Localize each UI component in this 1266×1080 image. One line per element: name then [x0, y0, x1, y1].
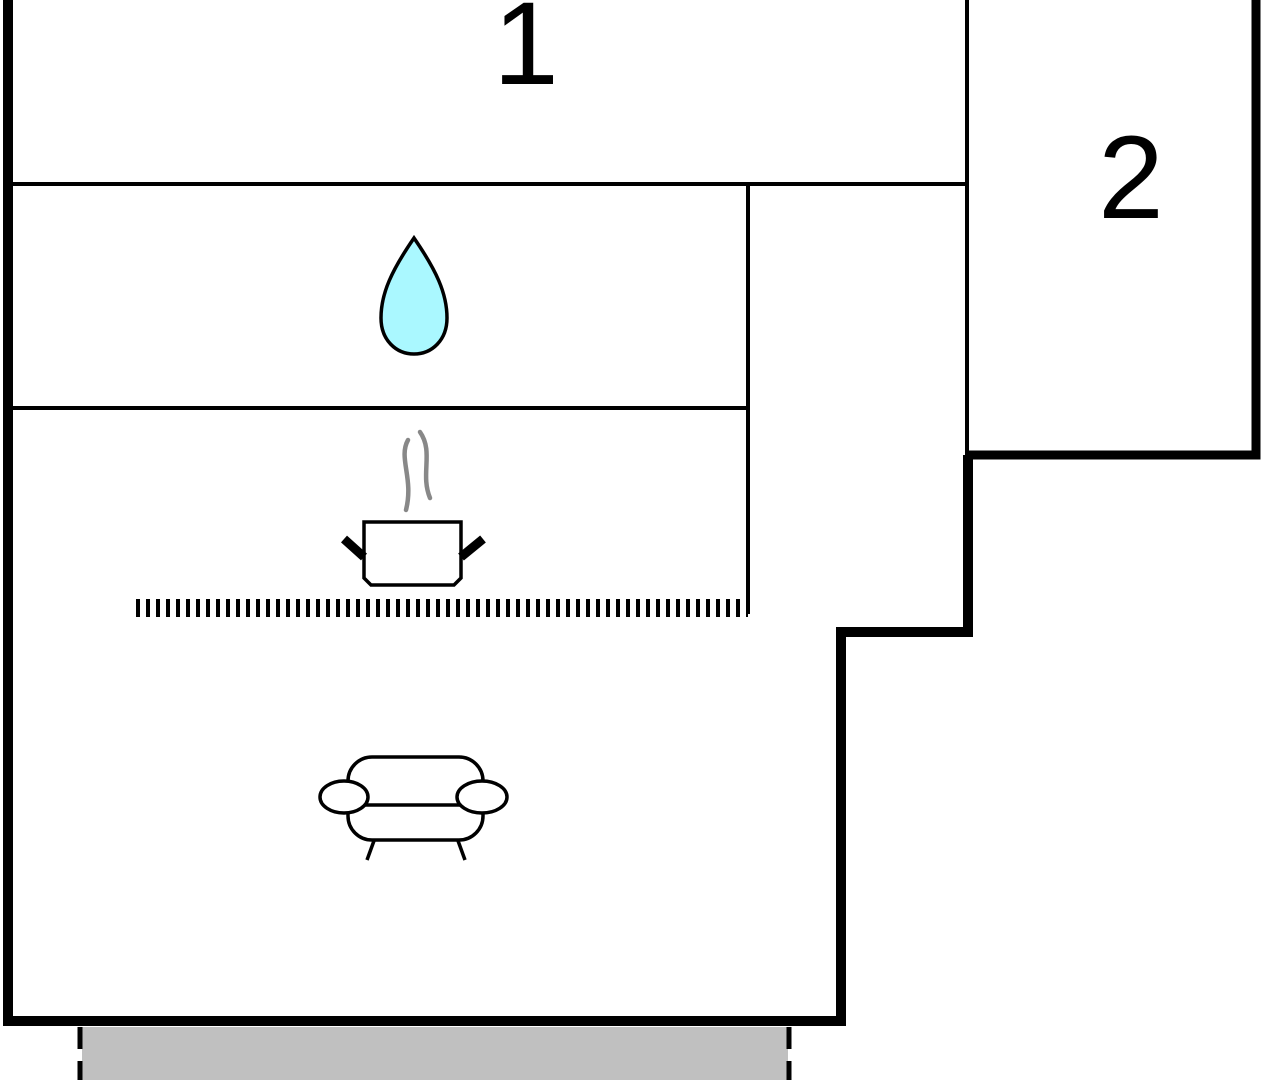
terrace: [77, 1027, 792, 1080]
steam-line-left: [402, 437, 411, 513]
outer-wall: [3, 0, 973, 1026]
armchair-arm-left: [318, 779, 370, 815]
pot-handle-right: [458, 535, 486, 561]
room-2-outer-wall: [967, 0, 1261, 460]
pot-body: [362, 520, 463, 587]
pot-handle-left: [340, 535, 368, 561]
room-1-number: 1: [493, 0, 559, 110]
room-1: 1: [8, 0, 967, 186]
room-2-number: 2: [1098, 112, 1164, 244]
terrace-floor: [82, 1027, 788, 1080]
water-drop-icon: [379, 234, 449, 356]
armchair-icon: [318, 755, 509, 861]
steam-line-right: [417, 429, 433, 501]
room-2: 2: [965, 0, 1261, 460]
armchair-arm-right: [455, 779, 509, 815]
cooking-pot-icon: [340, 429, 486, 587]
